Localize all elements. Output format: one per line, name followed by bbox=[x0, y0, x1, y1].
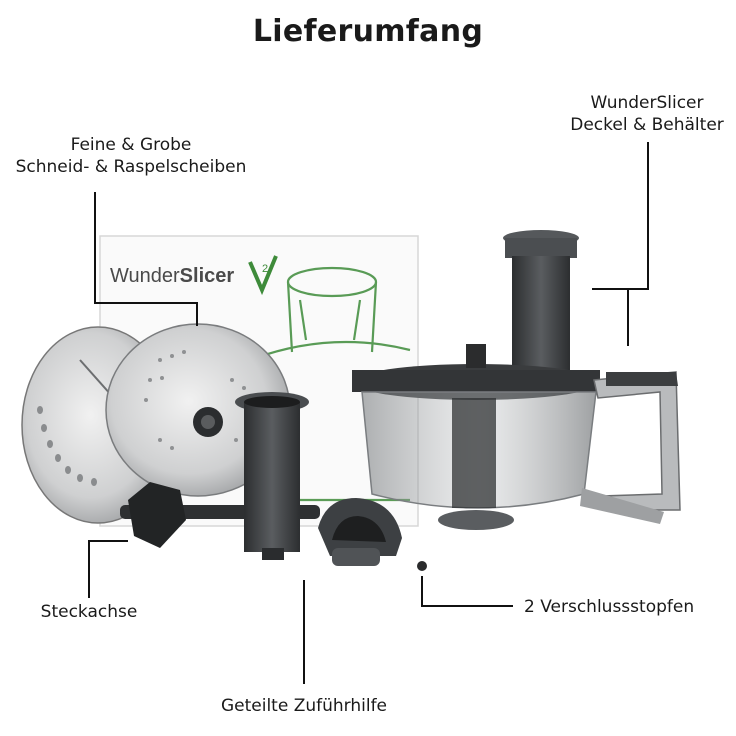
stopper-part bbox=[417, 561, 427, 571]
axle-callout-line-v bbox=[88, 540, 90, 598]
box-logo-v-icon bbox=[248, 255, 278, 296]
stoppers-callout-line-v bbox=[421, 576, 423, 606]
pusher-callout-line-v bbox=[303, 580, 305, 684]
discs-callout-line-v bbox=[94, 192, 96, 304]
lid-label-line2: Deckel & Behälter bbox=[570, 115, 724, 135]
lid-callout-line-v bbox=[647, 142, 649, 290]
bowl-with-lid bbox=[352, 230, 681, 530]
axle-callout-line-h bbox=[88, 540, 128, 542]
pusher-label: Geteilte Zuführhilfe bbox=[220, 696, 388, 716]
stoppers-label: 2 Verschlussstopfen bbox=[524, 597, 695, 617]
page-title: Lieferumfang bbox=[252, 14, 484, 49]
pusher-part bbox=[235, 392, 309, 560]
axle-label: Steckachse bbox=[40, 602, 138, 622]
stoppers-callout-line-h bbox=[421, 605, 513, 607]
lid-label-line1: WunderSlicer bbox=[590, 93, 704, 113]
lid-callout-line-v2 bbox=[627, 288, 629, 346]
discs-label-line2: Schneid- & Raspelscheiben bbox=[15, 157, 247, 177]
discs-label-line1: Feine & Grobe bbox=[70, 135, 192, 155]
discs-callout-line-h bbox=[94, 302, 198, 304]
box-brand-version: 2 bbox=[262, 263, 268, 275]
discs-callout-line-v2 bbox=[196, 302, 198, 326]
lid-callout-line-h bbox=[592, 288, 649, 290]
box-brand: WunderSlicer bbox=[110, 265, 234, 287]
pusher-half-part bbox=[318, 498, 402, 566]
discs-label: Feine & Grobe Schneid- & Raspelscheiben bbox=[0, 134, 262, 178]
lid-label: WunderSlicer Deckel & Behälter bbox=[558, 92, 736, 136]
